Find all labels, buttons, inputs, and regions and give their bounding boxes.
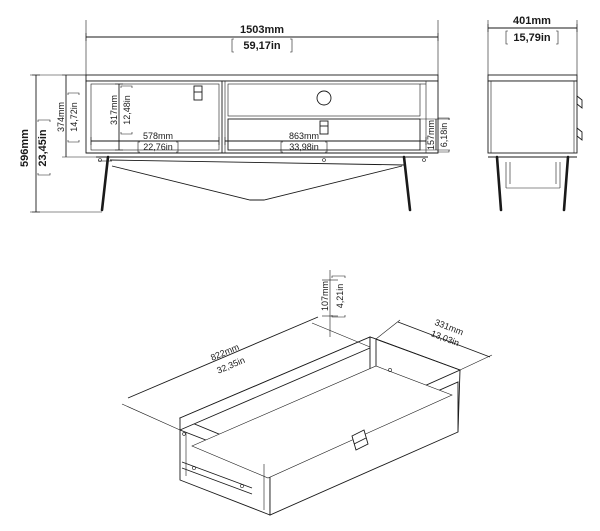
overall-width-in: 59,17in	[243, 40, 281, 52]
door-width-in: 22,76in	[143, 142, 173, 152]
body-height-in: 14,72in	[69, 102, 79, 132]
body-height-mm: 374mm	[56, 102, 66, 132]
door-height-mm: 317mm	[109, 95, 119, 125]
door-height-in: 12,48in	[122, 95, 132, 125]
side-depth-in: 15,79in	[513, 32, 551, 44]
right-width-mm: 863mm	[289, 131, 319, 141]
door-width-mm: 578mm	[143, 131, 173, 141]
drawer-front-height-in: 6,18in	[439, 123, 449, 148]
drawer-isometric: 822mm 32,35in 107mm 4,21in 331mm 13,03in	[121, 270, 493, 516]
front-view: 1503mm 59,17in	[19, 20, 450, 213]
drawer-height-mm: 107mm	[320, 281, 330, 311]
overall-height-mm: 596mm	[19, 129, 31, 167]
side-depth-mm: 401mm	[513, 15, 551, 27]
overall-height-in: 23,45in	[37, 129, 49, 167]
drawer-height-in: 4,21in	[335, 284, 345, 309]
drawer-front-height-mm: 157mm	[426, 120, 436, 150]
side-view: 401mm 15,79in	[487, 15, 583, 212]
overall-width-mm: 1503mm	[240, 24, 284, 36]
right-width-in: 33,98in	[289, 142, 319, 152]
